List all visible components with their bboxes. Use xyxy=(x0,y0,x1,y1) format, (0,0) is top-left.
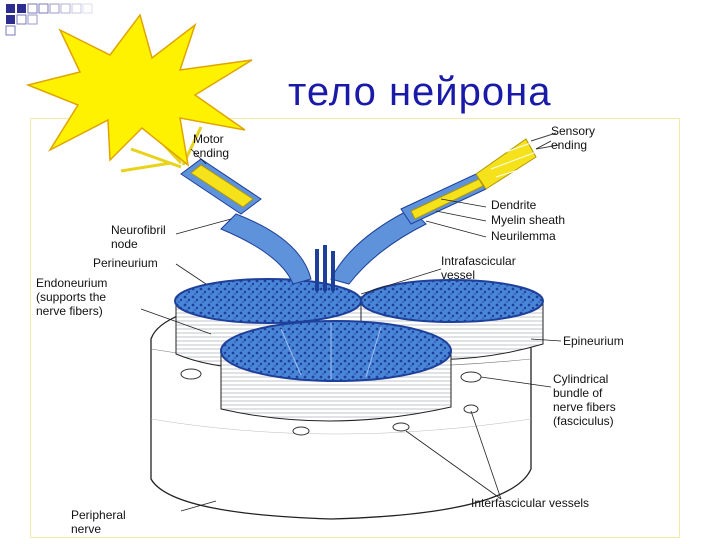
label-endoneurium-2: (supports the xyxy=(36,290,106,304)
label-neurofibril-node-1: Neurofibril xyxy=(111,223,166,237)
label-fasciculus-2: bundle of xyxy=(553,386,603,400)
fascicle-front xyxy=(221,321,451,421)
slide-title: тело нейрона xyxy=(288,70,551,115)
label-fasciculus-1: Cylindrical xyxy=(553,372,608,386)
label-endoneurium-1: Endoneurium xyxy=(36,276,107,290)
label-fasciculus-3: nerve fibers xyxy=(553,400,616,414)
label-dendrite: Dendrite xyxy=(491,198,537,212)
label-endoneurium-3: nerve fibers) xyxy=(36,304,103,318)
label-fasciculus-4: (fasciculus) xyxy=(553,414,614,428)
label-sensory-ending-1: Sensory xyxy=(551,124,595,138)
label-perineurium: Perineurium xyxy=(93,256,158,270)
label-intrafascicular-vessel-2: vessel xyxy=(441,268,475,282)
label-sensory-ending-2: ending xyxy=(551,138,587,152)
nerve-diagram: Motor ending Sensory ending Dendrite Mye… xyxy=(30,118,680,538)
label-neurofibril-node-2: node xyxy=(111,237,138,251)
label-peripheral-nerve-2: nerve xyxy=(71,522,101,536)
label-peripheral-nerve-1: Peripheral xyxy=(71,508,126,522)
label-epineurium: Epineurium xyxy=(563,334,624,348)
nerve-cross-section: Motor ending Sensory ending Dendrite Mye… xyxy=(31,119,681,539)
label-myelin-sheath: Myelin sheath xyxy=(491,213,565,227)
label-neurilemma: Neurilemma xyxy=(491,229,556,243)
label-interfascicular-vessels: Interfascicular vessels xyxy=(471,496,589,510)
starburst-shape xyxy=(20,10,260,170)
label-intrafascicular-vessel-1: Intrafascicular xyxy=(441,254,516,268)
